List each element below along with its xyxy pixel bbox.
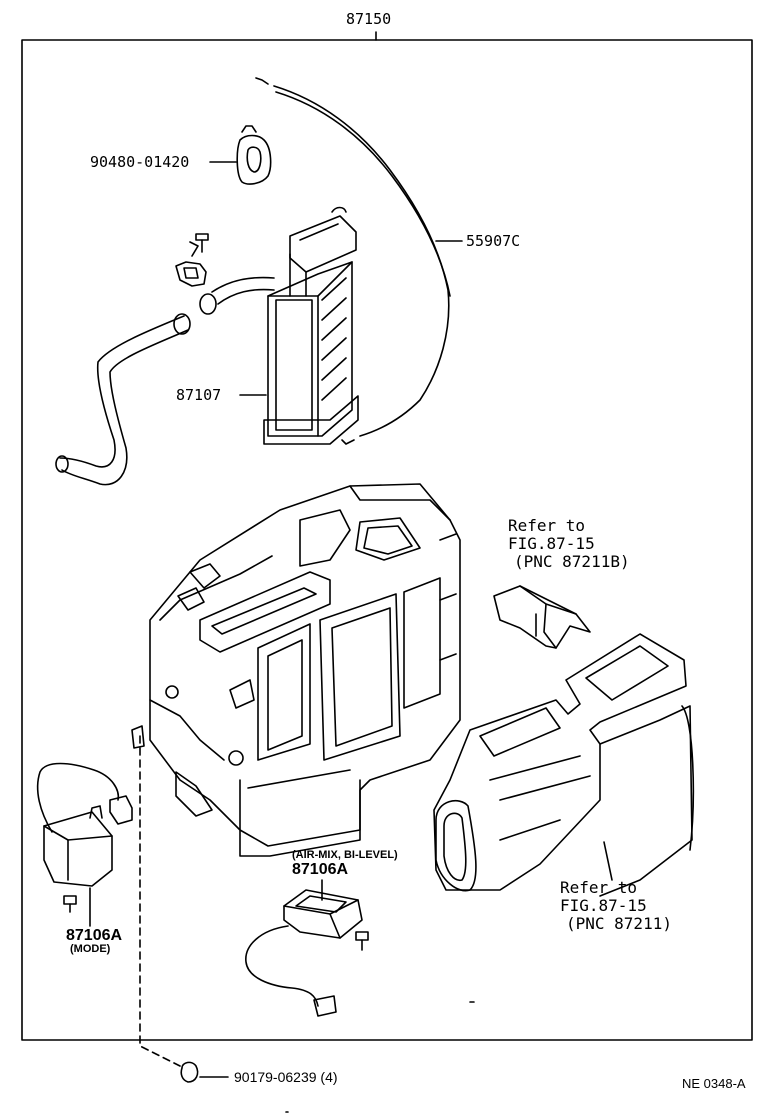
- ref-upper-line3: (PNC 87211B): [514, 552, 630, 571]
- grommet-part: [209, 125, 272, 185]
- assembly-part-number: 87150: [346, 10, 392, 28]
- footer-code: NE 0348-A: [682, 1076, 746, 1091]
- airmix-servo-part: [245, 879, 369, 1017]
- heater-hoses: [55, 276, 275, 486]
- ref-lower-line3: (PNC 87211): [566, 914, 672, 933]
- ref-lower-line1: Refer to: [560, 878, 638, 897]
- ref-upper-line2: FIG.87-15: [508, 534, 595, 553]
- clip-part-number: 90179-06239 (4): [234, 1069, 338, 1085]
- assembly-frame: [21, 31, 753, 1041]
- heater-core-part-number: 87107: [176, 386, 222, 404]
- airmix-servo-part-number: 87106A: [292, 861, 349, 878]
- heater-core-part: [239, 206, 359, 445]
- heater-bracket: [175, 233, 209, 287]
- cable-part-number: 55907C: [466, 232, 521, 250]
- clip-part: [131, 725, 229, 1083]
- airmix-servo-note: (AIR-MIX, BI-LEVEL): [292, 849, 398, 861]
- mode-servo-part-number: 87106A: [66, 927, 123, 944]
- mode-servo-part: [36, 762, 133, 927]
- mode-servo-note: (MODE): [70, 943, 111, 955]
- duct-87211: [433, 633, 695, 897]
- ref-lower-line2: FIG.87-15: [560, 896, 647, 915]
- ref-upper-line1: Refer to: [508, 516, 586, 535]
- grommet-part-number: 90480-01420: [90, 153, 190, 171]
- duct-87211B: [493, 585, 591, 649]
- heater-case: [149, 483, 461, 857]
- cable-part: [255, 77, 463, 445]
